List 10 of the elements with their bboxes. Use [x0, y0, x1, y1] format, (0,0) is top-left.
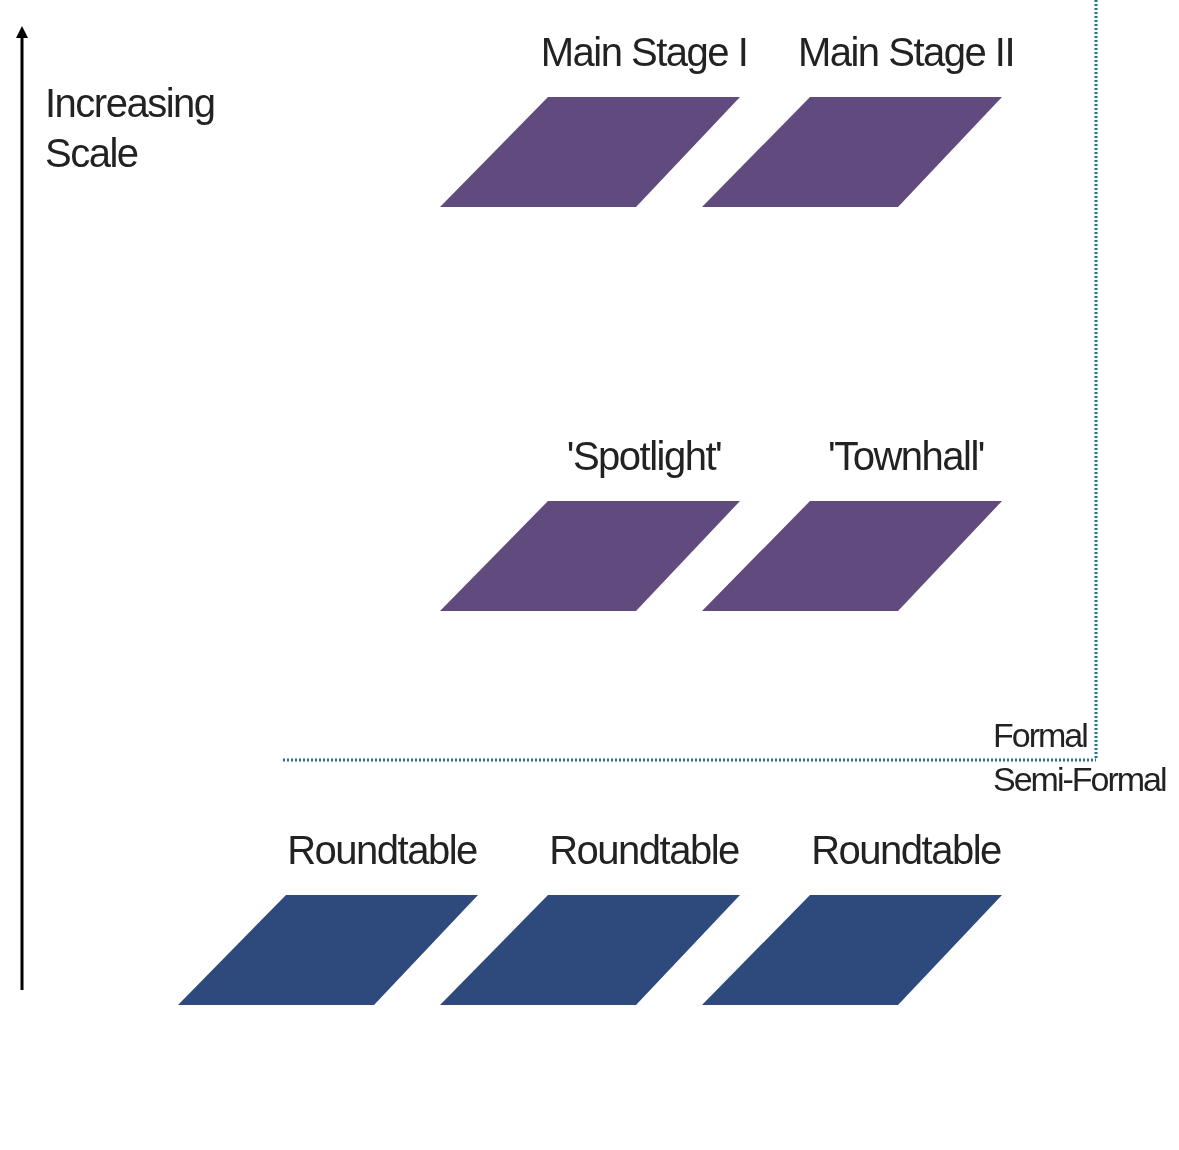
zone-label: Formal — [993, 715, 1087, 756]
stage-name: 'Spotlight' — [566, 433, 722, 480]
stage-name: Main Stage II — [797, 29, 1015, 76]
stage-name: Main Stage I — [540, 29, 748, 76]
stage-name: 'Townhall' — [828, 433, 984, 480]
stage-name: Roundtable — [811, 827, 1001, 874]
axis-label: Increasing Scale — [45, 80, 216, 177]
stage-name: Roundtable — [549, 827, 739, 874]
zone-label: Semi-Formal — [993, 759, 1166, 800]
stage-name: Roundtable — [287, 827, 477, 874]
